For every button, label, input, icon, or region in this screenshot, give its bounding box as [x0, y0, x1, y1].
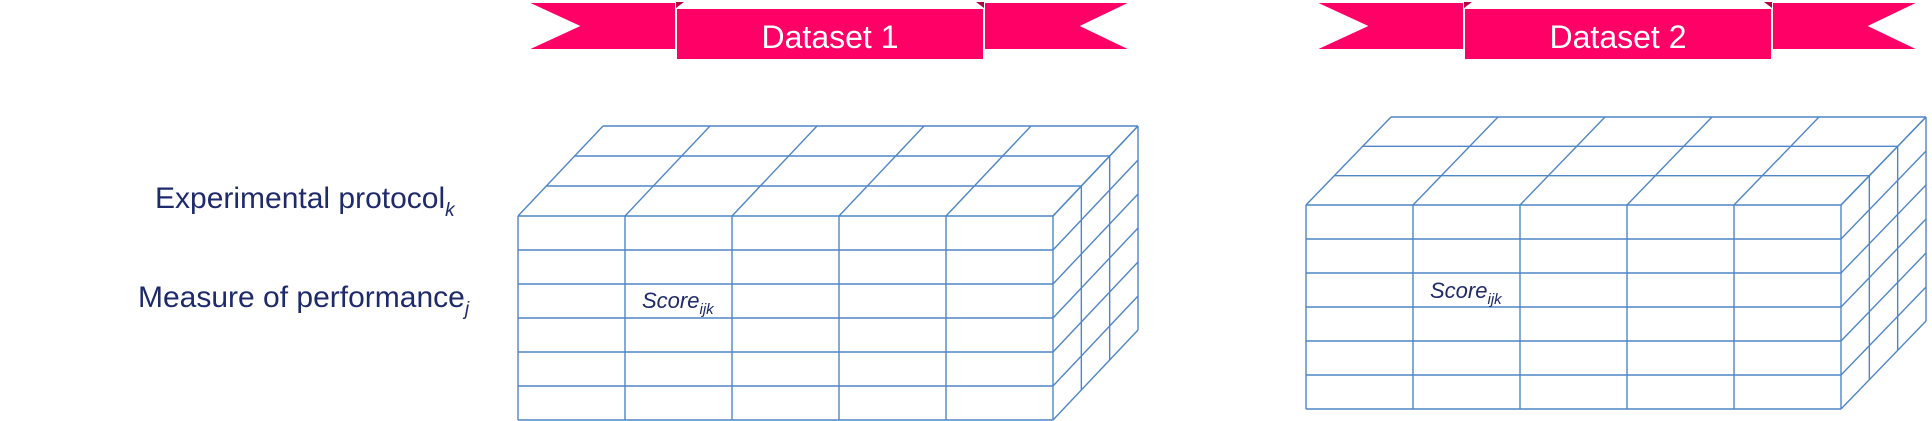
protocol-label-subscript: k: [445, 200, 456, 221]
side-grid-line: [1840, 218, 1927, 308]
banner-right-tail: [983, 1, 1133, 51]
top-grid-line: [624, 125, 711, 217]
measure-label-subscript: j: [462, 299, 470, 320]
dataset-2-banner: Dataset 2: [1313, 1, 1921, 61]
top-grid-line: [945, 125, 1032, 217]
side-grid-line: [1052, 329, 1139, 421]
side-grid-line: [1052, 227, 1139, 319]
side-grid-line: [1840, 286, 1927, 376]
banner-center: [1463, 7, 1773, 61]
side-grid-line: [1052, 193, 1139, 285]
cell-label-subscript: ijk: [1487, 291, 1503, 308]
protocol-label: Experimental protocolk: [155, 182, 456, 221]
banner-left-tail: [1313, 1, 1465, 51]
top-grid-line: [1305, 116, 1392, 206]
cell-label-main: Score: [1430, 278, 1487, 303]
top-grid-line: [1519, 116, 1606, 206]
protocol-label-main: Experimental protocol: [155, 182, 445, 215]
banner-right-tail: [1771, 1, 1921, 51]
top-grid-line: [838, 125, 925, 217]
side-grid-line: [1840, 116, 1927, 206]
measure-label-main: Measure of performance: [138, 281, 465, 314]
dataset-1-title: Dataset 1: [762, 19, 899, 55]
side-grid-line: [1840, 184, 1927, 274]
side-grid-line: [1840, 150, 1927, 240]
cell-label-main: Score: [642, 288, 699, 313]
top-grid-line: [517, 125, 604, 217]
dataset-1-banner: Dataset 1: [525, 1, 1133, 61]
side-grid-line: [1052, 159, 1139, 251]
side-grid-line: [1052, 261, 1139, 353]
dataset-1-cell-label: Scoreijk: [642, 288, 715, 318]
banner-center: [675, 7, 985, 61]
dataset-1-cube: [517, 125, 1139, 421]
cell-label-subscript: ijk: [699, 301, 715, 318]
top-grid-line: [1626, 116, 1713, 206]
dataset-2-cell-label: Scoreijk: [1430, 278, 1503, 308]
measure-label: Measure of performancej: [138, 281, 470, 320]
side-grid-line: [1052, 125, 1139, 217]
dataset-2-cube: [1305, 116, 1927, 410]
top-grid-line: [1412, 116, 1499, 206]
side-grid-line: [1052, 295, 1139, 387]
dataset-2-title: Dataset 2: [1550, 19, 1687, 55]
top-grid-line: [1733, 116, 1820, 206]
banner-left-tail: [525, 1, 677, 51]
side-grid-line: [1840, 252, 1927, 342]
side-grid-line: [1840, 320, 1927, 410]
top-grid-line: [731, 125, 818, 217]
